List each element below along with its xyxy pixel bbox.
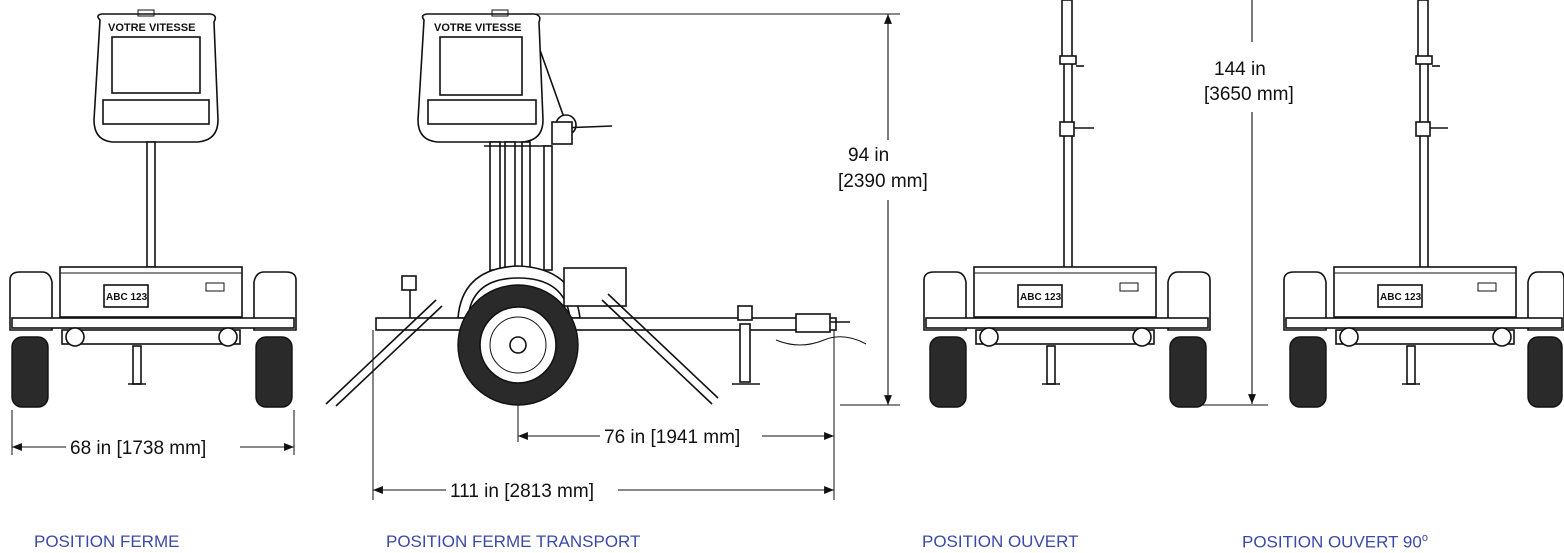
caption-transport: POSITION FERME TRANSPORT bbox=[386, 532, 641, 551]
caption-closed: POSITION FERME bbox=[34, 532, 180, 551]
dimension-overall-length-label: 111 in [2813 mm] bbox=[450, 481, 594, 502]
degree-sign: o bbox=[1421, 532, 1428, 544]
plate-text-open: ABC 123 bbox=[1020, 292, 1062, 303]
dimension-width-label: 68 in [1738 mm] bbox=[70, 438, 206, 459]
view-closed-front: VOTRE VITESSE ABC 123 bbox=[9, 9, 297, 408]
dimension-closed-height-in: 94 in bbox=[848, 145, 889, 166]
plate-text-open-90: ABC 123 bbox=[1380, 292, 1422, 303]
caption-open-90: POSITION OUVERT 90o bbox=[1242, 532, 1428, 552]
sign-text: VOTRE VITESSE bbox=[108, 22, 195, 34]
dimension-width: 68 in [1738 mm] bbox=[11, 410, 295, 459]
caption-open: POSITION OUVERT bbox=[922, 532, 1079, 551]
dimension-open-height: 144 in [3650 mm] bbox=[1200, 0, 1294, 406]
dimension-overall-length: 111 in [2813 mm] bbox=[372, 330, 834, 502]
dimension-closed-height: 94 in [2390 mm] bbox=[520, 13, 928, 406]
view-transport-side: VOTRE VITESSE bbox=[325, 9, 867, 407]
dimension-closed-height-mm: [2390 mm] bbox=[838, 171, 928, 192]
view-open-90: ABC 123 bbox=[1283, 0, 1564, 408]
dimension-axle-to-hitch-label: 76 in [1941 mm] bbox=[604, 427, 740, 448]
dimension-open-height-in: 144 in bbox=[1214, 59, 1266, 80]
sign-text-transport: VOTRE VITESSE bbox=[434, 22, 521, 34]
dimension-axle-to-hitch: 76 in [1941 mm] bbox=[517, 330, 835, 500]
dimension-open-height-mm: [3650 mm] bbox=[1204, 84, 1294, 105]
plate-text-closed: ABC 123 bbox=[106, 292, 148, 303]
view-open: ABC 123 bbox=[923, 0, 1211, 408]
